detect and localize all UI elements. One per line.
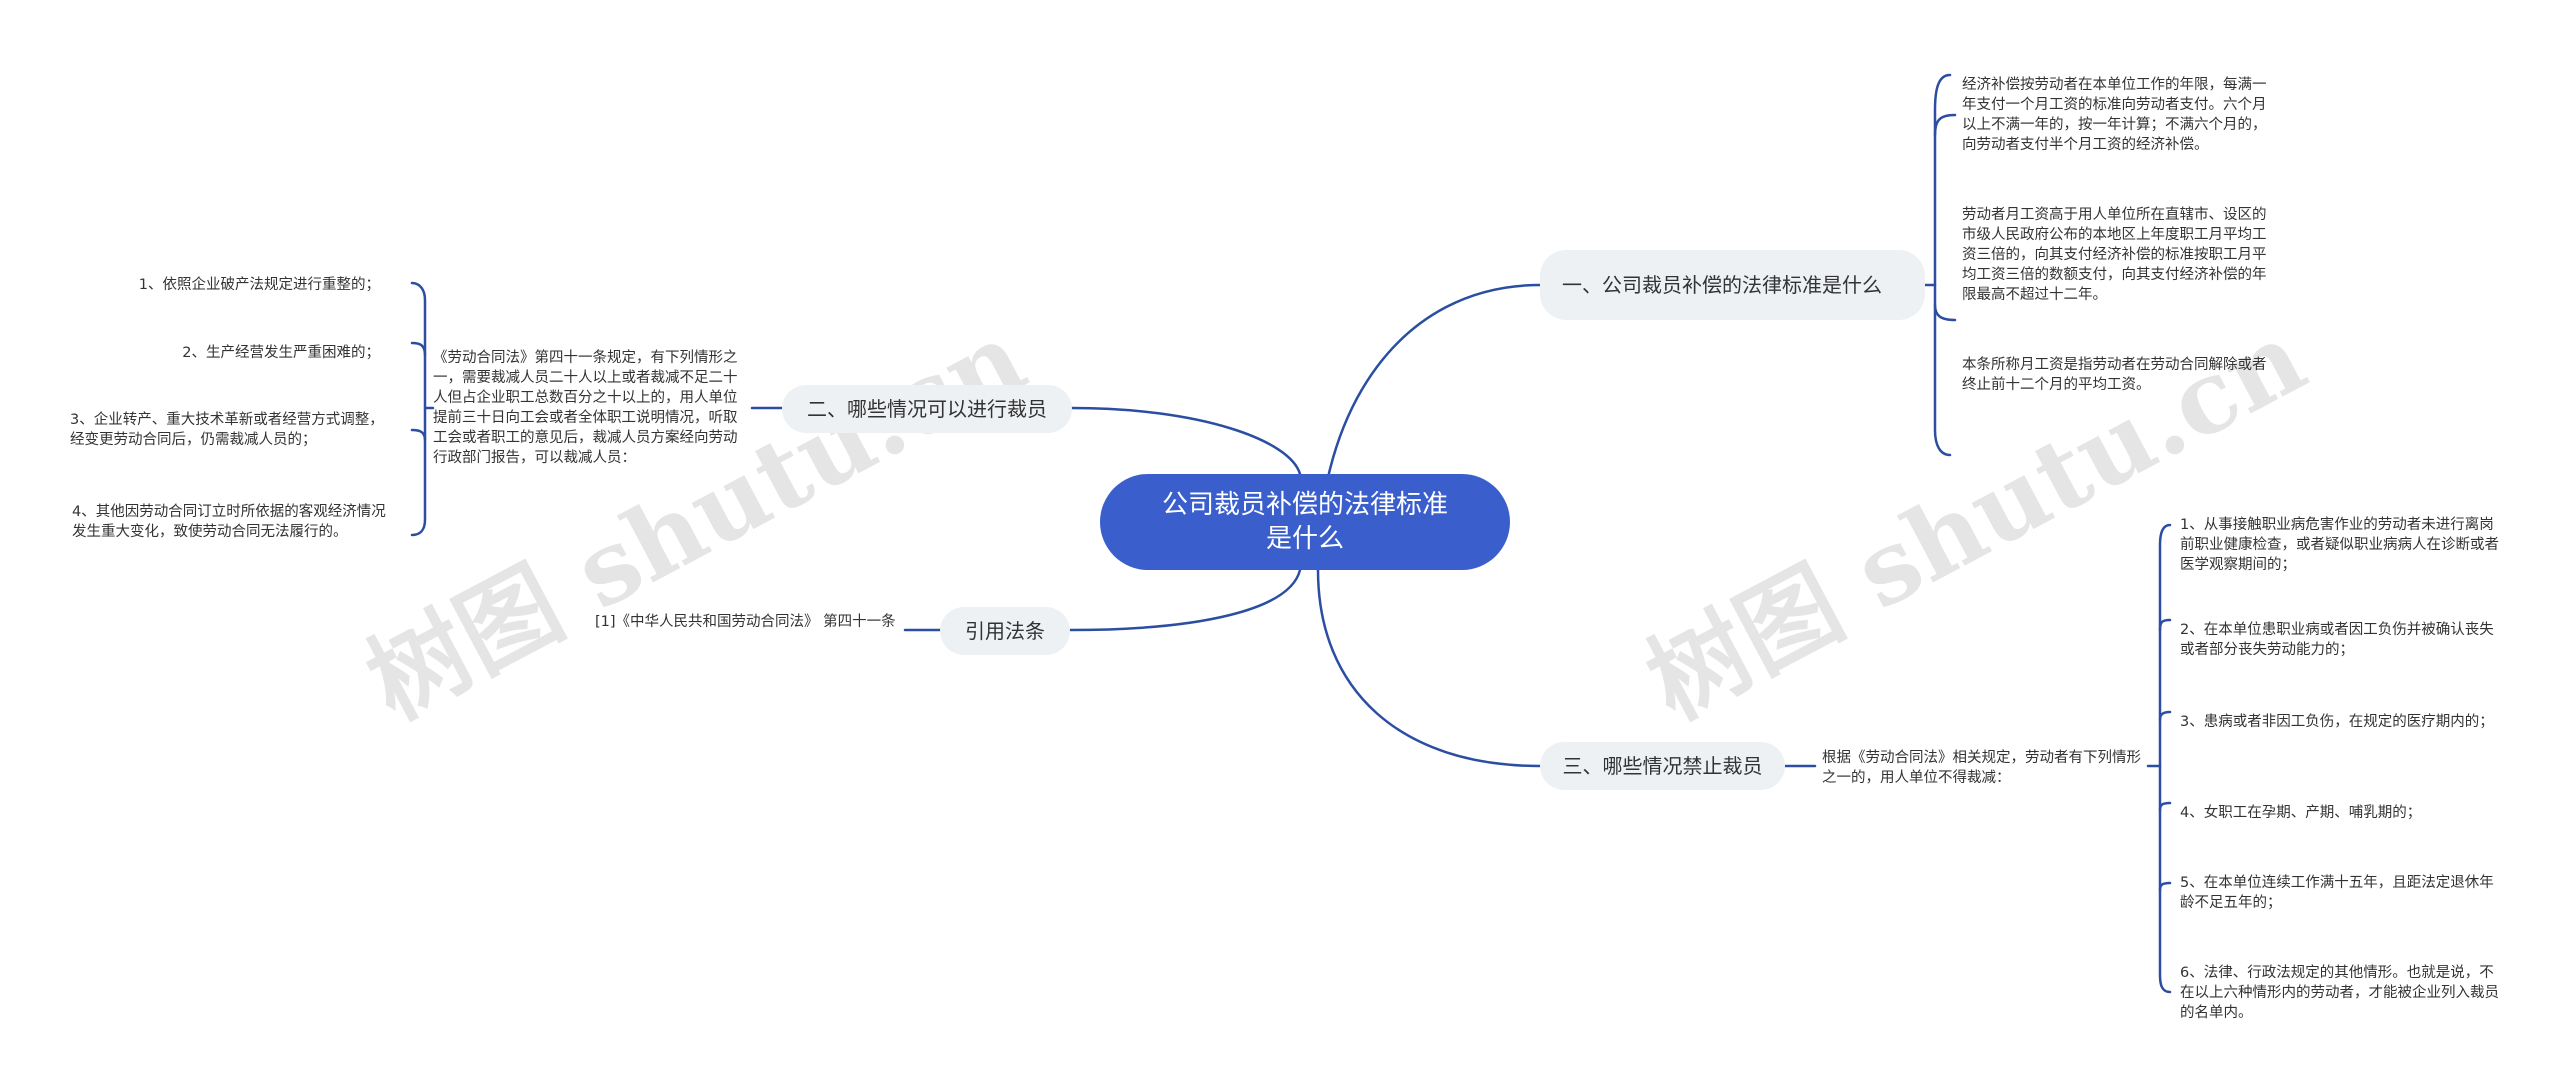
leaf-prohibition-intro: 根据《劳动合同法》相关规定，劳动者有下列情形之一的，用人单位不得裁减： [1822, 750, 2141, 786]
link-b1-l2 [1933, 303, 1957, 322]
leaf-prohibition-5: 5、在本单位连续工作满十五年，且距法定退休年龄不足五年的； [2180, 875, 2494, 911]
branch-label: 一、公司裁员补偿的法律标准是什么 [1562, 273, 1882, 297]
link-b4-l3 [2158, 710, 2172, 722]
leaf-prohibition-4: 4、女职工在孕期、产期、哺乳期的； [2180, 805, 2422, 821]
link-root-b2 [1070, 406, 1302, 476]
root-topic[interactable]: 公司裁员补偿的法律标准是什么 [1100, 474, 1510, 570]
leaf-layoff-4: 4、其他因劳动合同订立时所依据的客观经济情况发生重大变化，致使劳动合同无法履行的… [72, 504, 386, 540]
leaf-compensation-2: 劳动者月工资高于用人单位所在直辖市、设区的市级人民政府公布的本地区上年度职工月平… [1962, 207, 2267, 303]
link-b4-l4 [2158, 801, 2172, 812]
link-root-b4 [1316, 568, 1542, 768]
link-b1-l1 [1933, 113, 1957, 137]
leaf-article-41: 《劳动合同法》第四十一条规定，有下列情形之一，需要裁减人员二十人以上或者裁减不足… [433, 350, 738, 466]
leaf-prohibition-2: 2、在本单位患职业病或者因工负伤并被确认丧失或者部分丧失劳动能力的； [2180, 622, 2494, 658]
branch-label: 三、哪些情况禁止裁员 [1562, 754, 1763, 778]
branch-prohibited-layoffs[interactable]: 三、哪些情况禁止裁员 [1540, 742, 1785, 790]
link-root-b3 [1068, 568, 1302, 632]
branch-cited-law[interactable]: 引用法条 [940, 607, 1070, 655]
branch-label: 引用法条 [965, 619, 1045, 643]
link-b4-l2 [2158, 618, 2172, 632]
branch-label: 二、哪些情况可以进行裁员 [807, 397, 1047, 421]
leaf-layoff-3: 3、企业转产、重大技术革新或者经营方式调整，经变更劳动合同后，仍需裁减人员的； [70, 412, 384, 448]
leaf-layoff-1: 1、依照企业破产法规定进行重整的； [138, 277, 380, 293]
leaf-prohibition-3: 3、患病或者非因工负伤，在规定的医疗期内的； [2180, 714, 2494, 730]
leaf-prohibition-1: 1、从事接触职业病危害作业的劳动者未进行离岗前职业健康检查，或者疑似职业病病人在… [2180, 517, 2499, 573]
link-b1-bracket [1933, 73, 1952, 457]
link-b2-bracket [410, 281, 427, 537]
root-title: 公司裁员补偿的法律标准是什么 [1161, 490, 1448, 554]
leaf-cited-law: [1]《中华人民共和国劳动合同法》 第四十一条 [595, 614, 896, 630]
branch-compensation-standard[interactable]: 一、公司裁员补偿的法律标准是什么 [1540, 250, 1925, 320]
link-b2-leaf-b [410, 428, 427, 442]
link-b2-leaf-a [410, 341, 427, 357]
link-b4-l5 [2158, 881, 2172, 892]
leaf-layoff-2: 2、生产经营发生严重困难的； [182, 345, 380, 361]
branch-layoff-conditions[interactable]: 二、哪些情况可以进行裁员 [782, 385, 1072, 433]
leaf-compensation-1: 经济补偿按劳动者在本单位工作的年限，每满一年支付一个月工资的标准向劳动者支付。六… [1962, 77, 2267, 153]
leaf-compensation-3: 本条所称月工资是指劳动者在劳动合同解除或者终止前十二个月的平均工资。 [1962, 357, 2267, 393]
leaf-prohibition-6: 6、法律、行政法规定的其他情形。也就是说，不在以上六种情形内的劳动者，才能被企业… [2180, 965, 2499, 1021]
link-b4-bracket [2158, 523, 2172, 994]
